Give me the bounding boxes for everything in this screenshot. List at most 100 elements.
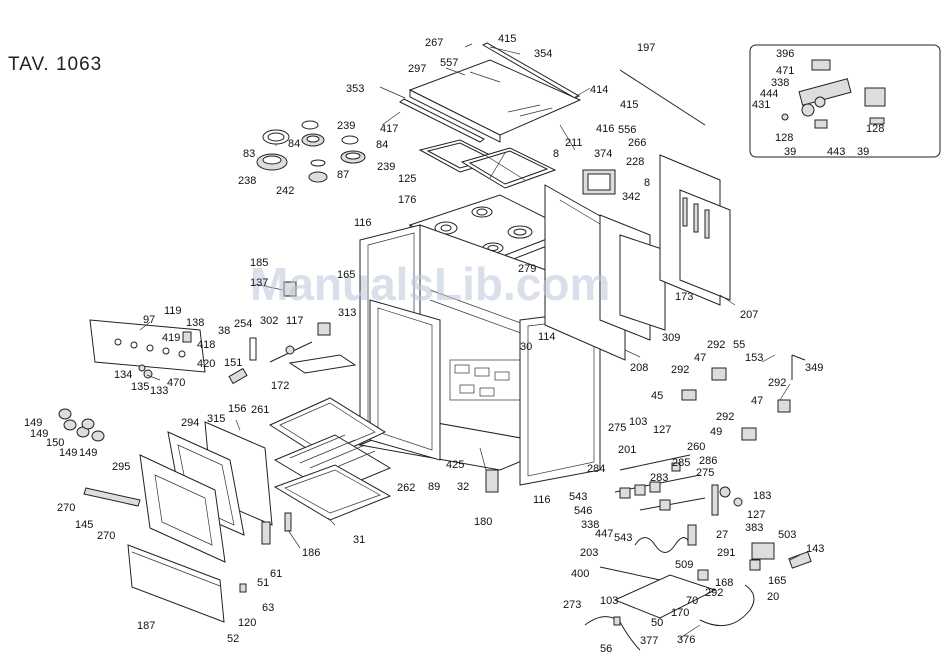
- callout-label: 151: [224, 357, 242, 369]
- callout-label: 416: [596, 123, 614, 135]
- callout-label: 396: [776, 48, 794, 60]
- callout-label: 125: [398, 173, 416, 185]
- callout-label: 203: [580, 547, 598, 559]
- callout-label: 156: [228, 403, 246, 415]
- callout-label: 61: [270, 568, 282, 580]
- oven-trays-drawing: [268, 397, 392, 521]
- callout-label: 228: [626, 156, 644, 168]
- callout-label: 27: [716, 529, 728, 541]
- callout-label: 414: [590, 84, 608, 96]
- callout-label: 291: [717, 547, 735, 559]
- burner-caps-drawing: [256, 120, 366, 183]
- gas-rail-drawing: [584, 454, 812, 651]
- callout-label: 309: [662, 332, 680, 344]
- callout-label: 89: [428, 481, 440, 493]
- callout-label: 292: [716, 411, 734, 423]
- callout-label: 415: [498, 33, 516, 45]
- callout-label: 173: [675, 291, 693, 303]
- hob-lid-drawing: [399, 42, 706, 143]
- callout-label: 135: [131, 381, 149, 393]
- callout-label: 211: [565, 137, 583, 149]
- callout-label: 39: [784, 146, 796, 158]
- right-valves-drawing: [681, 354, 806, 441]
- callout-label: 354: [534, 48, 552, 60]
- callout-label: 425: [446, 459, 464, 471]
- callout-label: 273: [563, 599, 581, 611]
- callout-label: 470: [167, 377, 185, 389]
- callout-label: 117: [286, 315, 304, 327]
- callout-label: 185: [250, 257, 268, 269]
- callout-label: 419: [162, 332, 180, 344]
- callout-label: 134: [114, 369, 132, 381]
- callout-label: 127: [653, 424, 671, 436]
- callout-label: 292: [671, 364, 689, 376]
- callout-label: 270: [97, 530, 115, 542]
- oven-body-drawing: [358, 169, 626, 486]
- callout-label: 20: [767, 591, 779, 603]
- callout-label: 415: [620, 99, 638, 111]
- callout-label: 374: [594, 148, 612, 160]
- callout-label: 292: [705, 587, 723, 599]
- callout-label: 418: [197, 339, 215, 351]
- callout-label: 97: [143, 314, 155, 326]
- callout-label: 83: [243, 148, 255, 160]
- callout-label: 165: [768, 575, 786, 587]
- callout-label: 120: [238, 617, 256, 629]
- callout-label: 557: [440, 57, 458, 69]
- callout-label: 546: [574, 505, 592, 517]
- callout-label: 165: [337, 269, 355, 281]
- callout-label: 84: [288, 138, 300, 150]
- callout-label: 353: [346, 83, 364, 95]
- callout-label: 509: [675, 559, 693, 571]
- callout-label: 170: [671, 607, 689, 619]
- callout-label: 145: [75, 519, 93, 531]
- callout-label: 47: [751, 395, 763, 407]
- callout-label: 149: [30, 428, 48, 440]
- callout-label: 349: [805, 362, 823, 374]
- callout-label: 295: [112, 461, 130, 473]
- callout-label: 176: [398, 194, 416, 206]
- callout-label: 30: [520, 341, 532, 353]
- callout-label: 172: [271, 380, 289, 392]
- callout-label: 45: [651, 390, 663, 402]
- callout-label: 31: [353, 534, 365, 546]
- callout-label: 377: [640, 635, 658, 647]
- oven-door-drawing: [83, 421, 292, 623]
- callout-label: 239: [337, 120, 355, 132]
- callout-label: 183: [753, 490, 771, 502]
- callout-label: 114: [538, 331, 556, 343]
- callout-label: 153: [745, 352, 763, 364]
- callout-label: 168: [715, 577, 733, 589]
- callout-label: 49: [710, 426, 722, 438]
- callout-label: 207: [740, 309, 758, 321]
- callout-label: 201: [618, 444, 636, 456]
- callout-label: 283: [650, 472, 668, 484]
- callout-label: 338: [771, 77, 789, 89]
- callout-label: 38: [218, 325, 230, 337]
- callout-label: 556: [618, 124, 636, 136]
- callout-label: 447: [595, 528, 613, 540]
- callout-label: 383: [745, 522, 763, 534]
- callout-label: 543: [614, 532, 632, 544]
- callout-label: 239: [377, 161, 395, 173]
- callout-label: 417: [380, 123, 398, 135]
- callout-label: 197: [637, 42, 655, 54]
- callout-label: 443: [827, 146, 845, 158]
- callout-label: 266: [628, 137, 646, 149]
- watermark: ManualsLib.com: [250, 258, 610, 310]
- callout-label: 313: [338, 307, 356, 319]
- callout-label: 503: [778, 529, 796, 541]
- callout-label: 149: [59, 447, 77, 459]
- callout-label: 137: [250, 277, 268, 289]
- callout-label: 262: [397, 482, 415, 494]
- callout-label: 260: [687, 441, 705, 453]
- callout-label: 150: [46, 437, 64, 449]
- callout-label: 186: [302, 547, 320, 559]
- callout-label: 275: [608, 422, 626, 434]
- callout-label: 84: [376, 139, 388, 151]
- leader-lines: [139, 43, 801, 639]
- callout-label: 63: [262, 602, 274, 614]
- callout-label: 50: [651, 617, 663, 629]
- pan-supports-drawing: [418, 139, 557, 189]
